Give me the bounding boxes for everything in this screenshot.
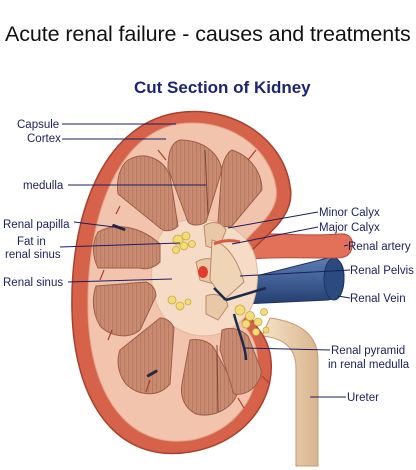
label-fat-line1: Fat in bbox=[17, 236, 46, 248]
label-renal-artery: Renal artery bbox=[348, 241, 411, 253]
renal-pelvis-tubes bbox=[213, 286, 267, 361]
sinus-fat bbox=[167, 231, 270, 336]
ureter-tube bbox=[261, 317, 319, 467]
label-renal-pelvis: Renal Pelvis bbox=[350, 265, 414, 277]
label-pyramid-line2: in renal medulla bbox=[328, 359, 410, 371]
label-fat-line2: renal sinus bbox=[5, 249, 61, 261]
label-pyramid-line1: Renal pyramid bbox=[331, 345, 405, 357]
diagram-labels: Capsule Cortex medulla Renal papilla Fat… bbox=[3, 119, 414, 404]
renal-pyramids bbox=[92, 139, 263, 416]
medulla-streaks bbox=[204, 149, 219, 413]
cortical-vessels bbox=[99, 149, 271, 409]
label-minor-calyx: Minor Calyx bbox=[319, 207, 380, 219]
label-cortex: Cortex bbox=[27, 133, 61, 145]
label-renal-papilla: Renal papilla bbox=[3, 219, 70, 231]
label-ureter: Ureter bbox=[347, 392, 379, 404]
label-medulla: medulla bbox=[23, 180, 64, 192]
label-renal-vein: Renal Vein bbox=[350, 293, 406, 305]
page-title: Acute renal failure - causes and treatme… bbox=[5, 22, 411, 46]
label-capsule: Capsule bbox=[17, 119, 59, 131]
label-major-calyx: Major Calyx bbox=[319, 222, 380, 234]
sinus-vessels bbox=[198, 239, 241, 278]
diagram-title: Cut Section of Kidney bbox=[134, 78, 311, 97]
label-renal-sinus: Renal sinus bbox=[3, 277, 63, 289]
renal-vein-end bbox=[323, 257, 345, 301]
leader-lines bbox=[59, 123, 351, 398]
